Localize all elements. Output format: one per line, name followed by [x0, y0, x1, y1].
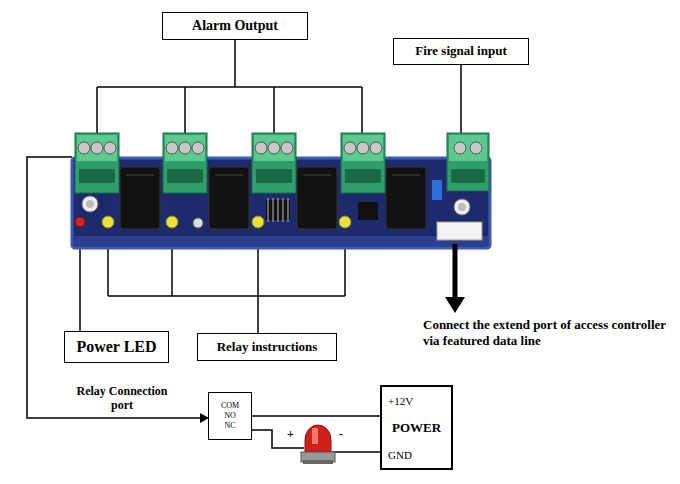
node-text: COM NO NC: [221, 401, 239, 431]
heading-box: Power LED: [64, 331, 169, 363]
node-text: GND: [388, 449, 412, 461]
node-text: Fire signal input: [415, 44, 507, 59]
node-text: POWER: [392, 420, 441, 436]
polarity-label: +: [287, 427, 294, 441]
node-text: Alarm Output: [192, 18, 278, 34]
heading-box: Relay instructions: [197, 333, 337, 361]
wire-connector: [252, 415, 380, 417]
polarity-label: -: [339, 427, 343, 441]
node-text: +12V: [388, 395, 413, 407]
port-label: Relay Connection port: [72, 384, 172, 413]
node-text: Power LED: [76, 338, 156, 356]
heading-box: Fire signal input: [393, 38, 529, 65]
relay-terminal-box: COM NO NC: [208, 392, 252, 440]
heading-box: Alarm Output: [162, 12, 308, 40]
note-text: Connect the extend port of access contro…: [423, 317, 668, 348]
node-text: Relay instructions: [217, 340, 318, 355]
power-supply-box: +12V POWER GND: [380, 385, 453, 470]
